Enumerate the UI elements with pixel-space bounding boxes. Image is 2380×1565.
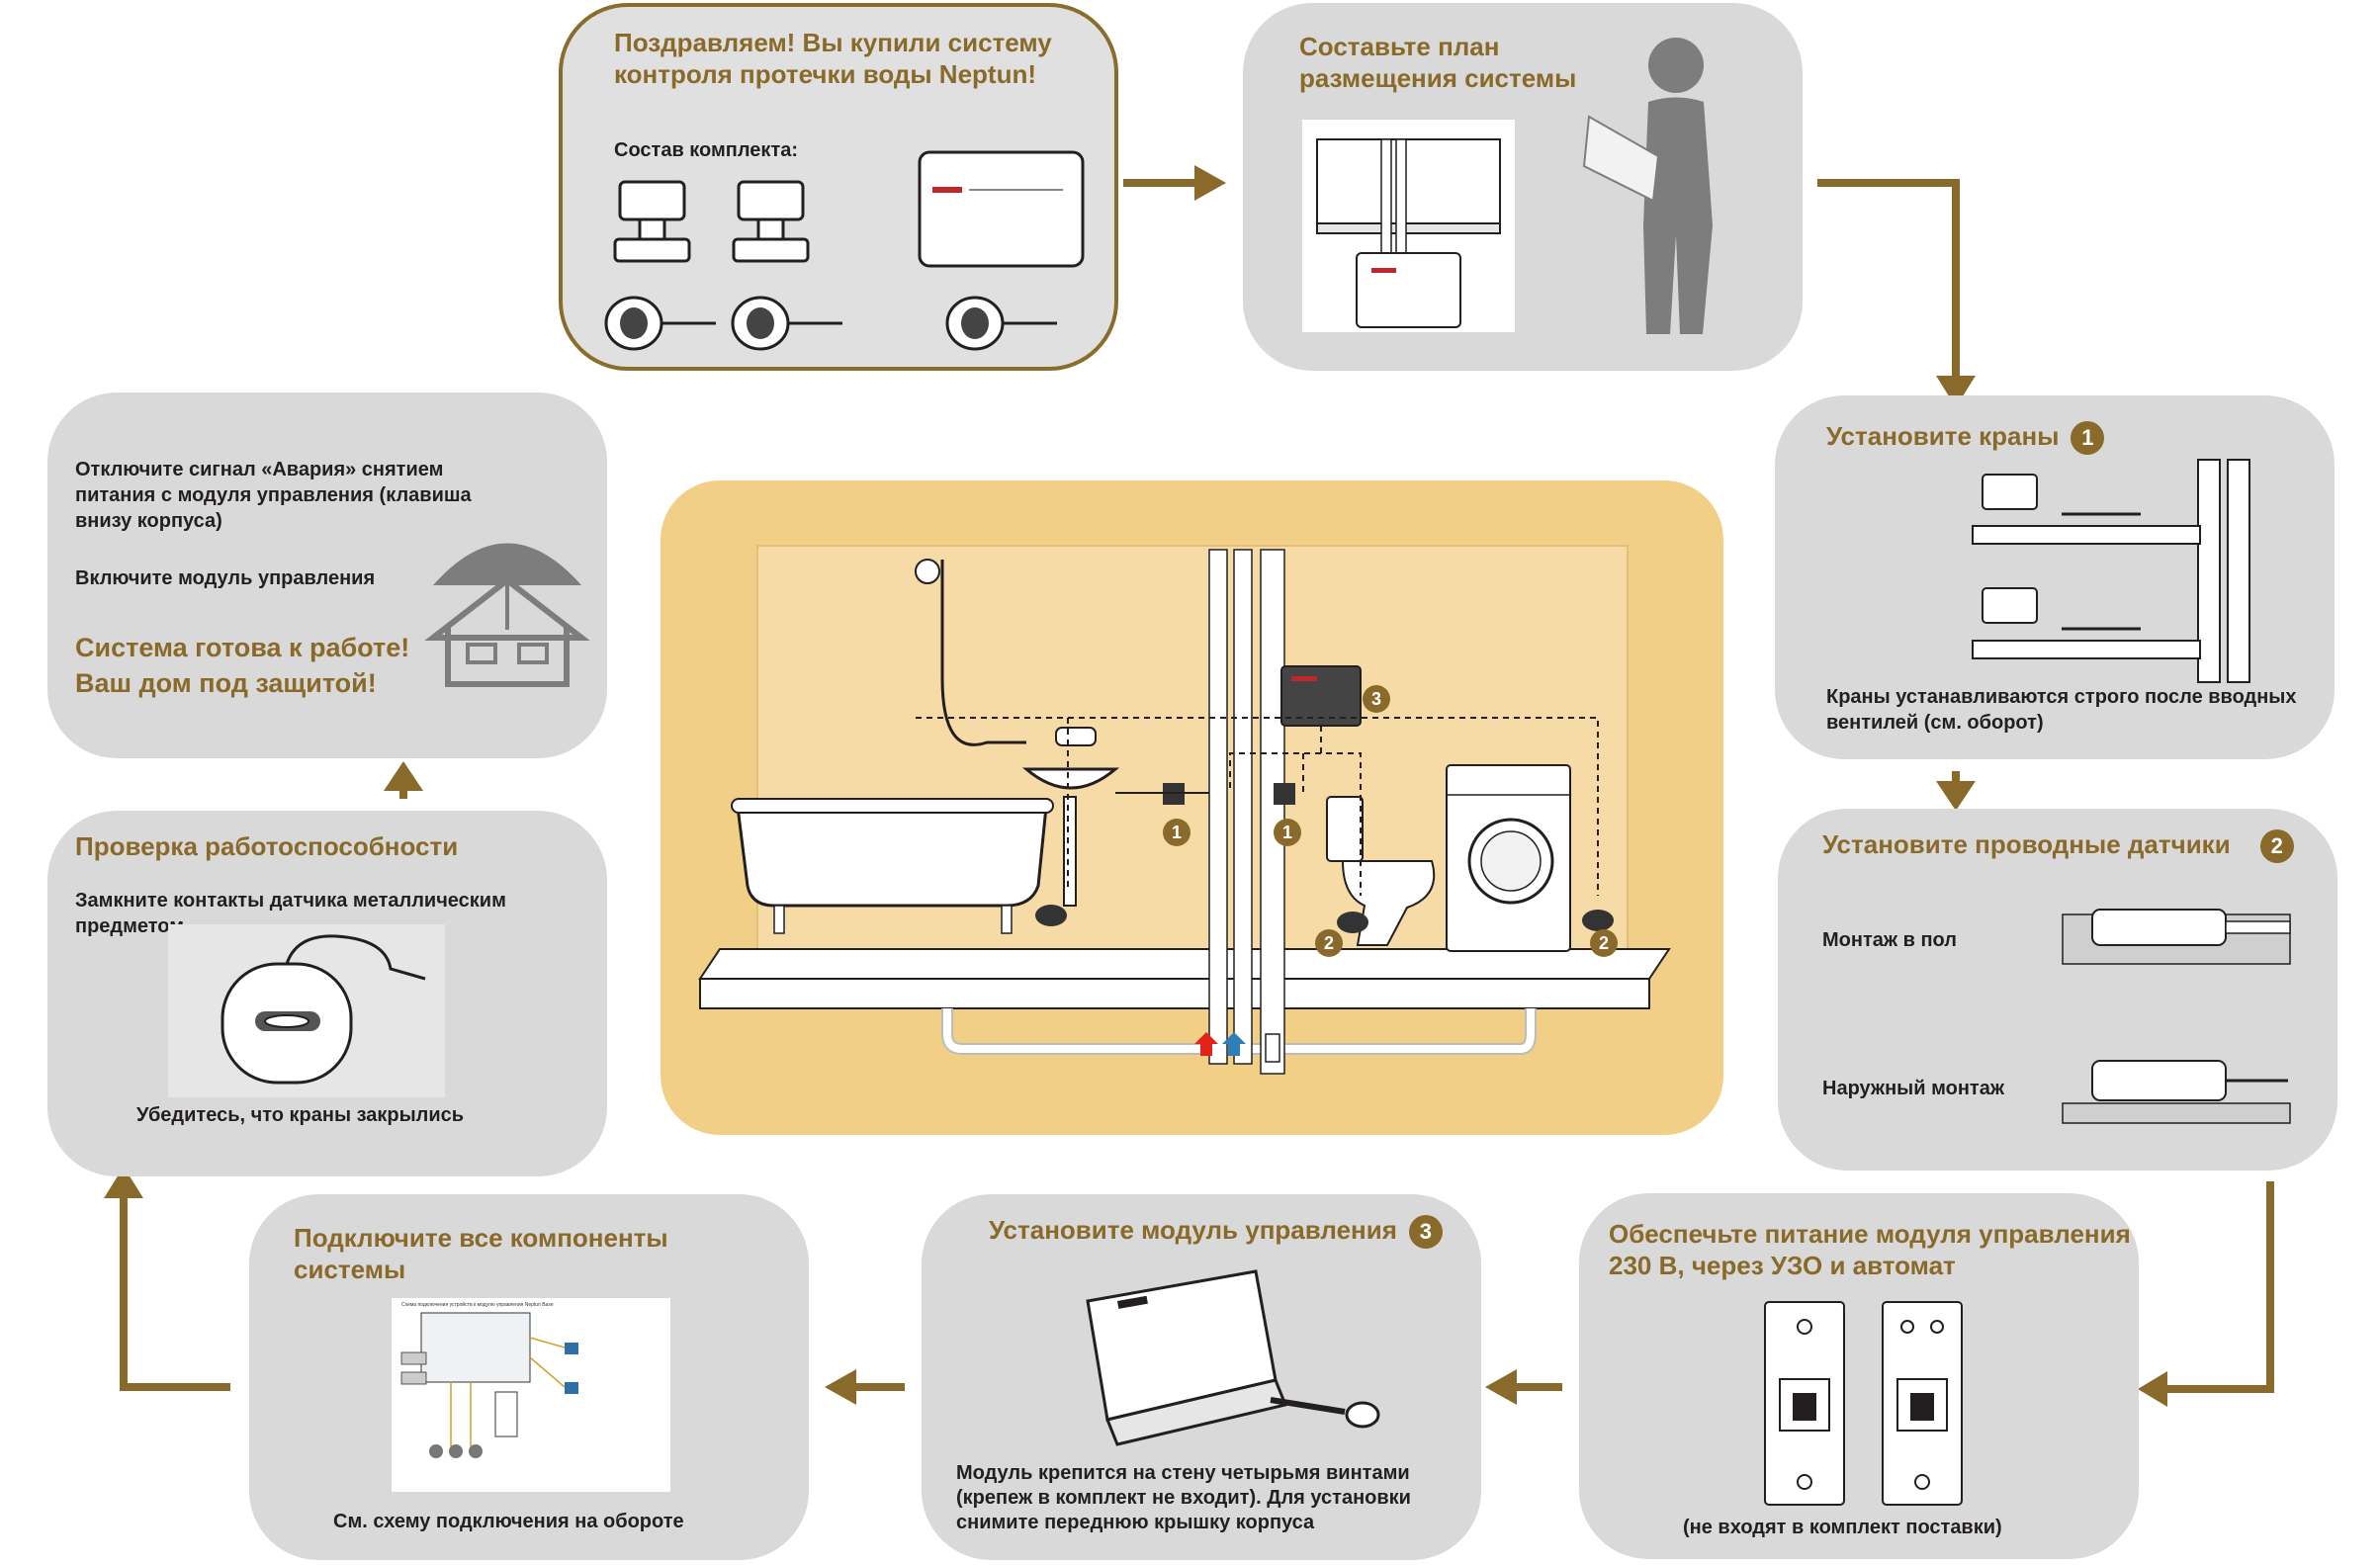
- module-badge: 3: [1408, 1215, 1443, 1250]
- power-note: (не входят в комплект поставки): [1683, 1517, 2002, 1538]
- ready-final: Система готова к работе! Ваш дом под защ…: [75, 633, 410, 698]
- step-power-card: Обеспечьте питание модуля управления 230…: [1579, 1193, 2139, 1559]
- person-reading-icon: [1582, 38, 1713, 334]
- ready-text-2: Включите модуль управления: [75, 567, 376, 589]
- sensor-icon: [945, 296, 1057, 351]
- congrats-title: Поздравляем! Вы купили систему контроля …: [614, 28, 1052, 89]
- scheme-thumbnail-title: Схема подключения устройств к модулю упр…: [401, 1302, 554, 1308]
- step-valves-card: Установите краны 1 Краны устанавливаются …: [1775, 395, 2335, 759]
- module-title: Установите модуль управления 3: [989, 1214, 1443, 1250]
- valves-title: Установите краны 1: [1826, 420, 2105, 456]
- sensors-badge: 2: [2259, 829, 2294, 864]
- step-congrats-card: Поздравляем! Вы купили систему контроля …: [559, 3, 1118, 371]
- step-module-card: Установите модуль управления 3 Модуль кре…: [922, 1194, 1481, 1560]
- valves-note: Краны устанавливаются строго после вводн…: [1826, 686, 2297, 734]
- step-connect-card: Подключите все компоненты системы Схема …: [249, 1194, 809, 1560]
- valve-icon: [732, 180, 810, 263]
- control-module-mount-icon: [1086, 1269, 1380, 1446]
- step-ready-card: Отключите сигнал «Авария» снятием питани…: [47, 392, 607, 758]
- sensor-floor-mount-icon: [2062, 909, 2291, 965]
- sensor-test-icon: [168, 924, 445, 1097]
- valve-icon: [613, 180, 691, 263]
- step-plan-card: Составьте план размещения системы: [1243, 3, 1803, 371]
- marker-valve-1a: 1: [1163, 819, 1190, 846]
- module-title-text: Установите модуль управления: [989, 1215, 1397, 1245]
- test-title: Проверка работоспособности: [75, 831, 459, 861]
- module-note: Модуль крепится на стену четырьмя винтам…: [956, 1462, 1411, 1533]
- circuit-breaker-icon: [1764, 1301, 1845, 1506]
- connect-note: См. схему подключения на обороте: [333, 1511, 684, 1532]
- sensor-icon: [731, 296, 842, 351]
- sensor-surface-label: Наружный монтаж: [1822, 1078, 2005, 1099]
- umbrella-house-icon: [424, 543, 590, 687]
- plan-title: Составьте план размещения системы: [1299, 32, 1577, 93]
- sensors-title: Установите проводные датчики 2: [1822, 828, 2294, 864]
- scheme-diagram-icon: [400, 1312, 578, 1458]
- test-instruction: Замкните контакты датчика металлическим …: [75, 890, 506, 937]
- valve-installation-icon: [1972, 459, 2250, 683]
- sensor-surface-mount-icon: [2062, 1060, 2291, 1124]
- sensor-floor-label: Монтаж в пол: [1822, 929, 1957, 951]
- ready-text-1: Отключите сигнал «Авария» снятием питани…: [75, 459, 472, 532]
- power-title: Обеспечьте питание модуля управления 230…: [1609, 1219, 2131, 1280]
- kit-label: Состав комплекта:: [614, 139, 799, 161]
- plan-sketch-icon: [1302, 120, 1515, 332]
- marker-module-3: 3: [1363, 685, 1390, 713]
- test-check: Убедитесь, что краны закрылись: [136, 1104, 465, 1126]
- valves-badge: 1: [2071, 421, 2105, 456]
- step-sensors-card: Установите проводные датчики 2 Монтаж в п…: [1778, 809, 2337, 1171]
- connect-title: Подключите все компоненты системы: [294, 1223, 668, 1284]
- connection-scheme-thumbnail: Схема подключения устройств к модулю упр…: [392, 1298, 670, 1492]
- control-module-icon: [918, 150, 1085, 268]
- step-test-card: Проверка работоспособности Замкните конт…: [47, 811, 607, 1176]
- bathroom-scene: 1 1 2 2 3: [661, 480, 1723, 1135]
- marker-sensor-2b: 2: [1590, 929, 1618, 957]
- marker-valve-1b: 1: [1274, 819, 1301, 846]
- valves-title-text: Установите краны: [1826, 421, 2060, 451]
- marker-sensor-2a: 2: [1315, 929, 1343, 957]
- rcd-icon: [1882, 1301, 1963, 1506]
- sensors-title-text: Установите проводные датчики: [1822, 829, 2231, 859]
- bathroom-illustration: [698, 545, 1671, 1075]
- sensor-icon: [604, 296, 716, 351]
